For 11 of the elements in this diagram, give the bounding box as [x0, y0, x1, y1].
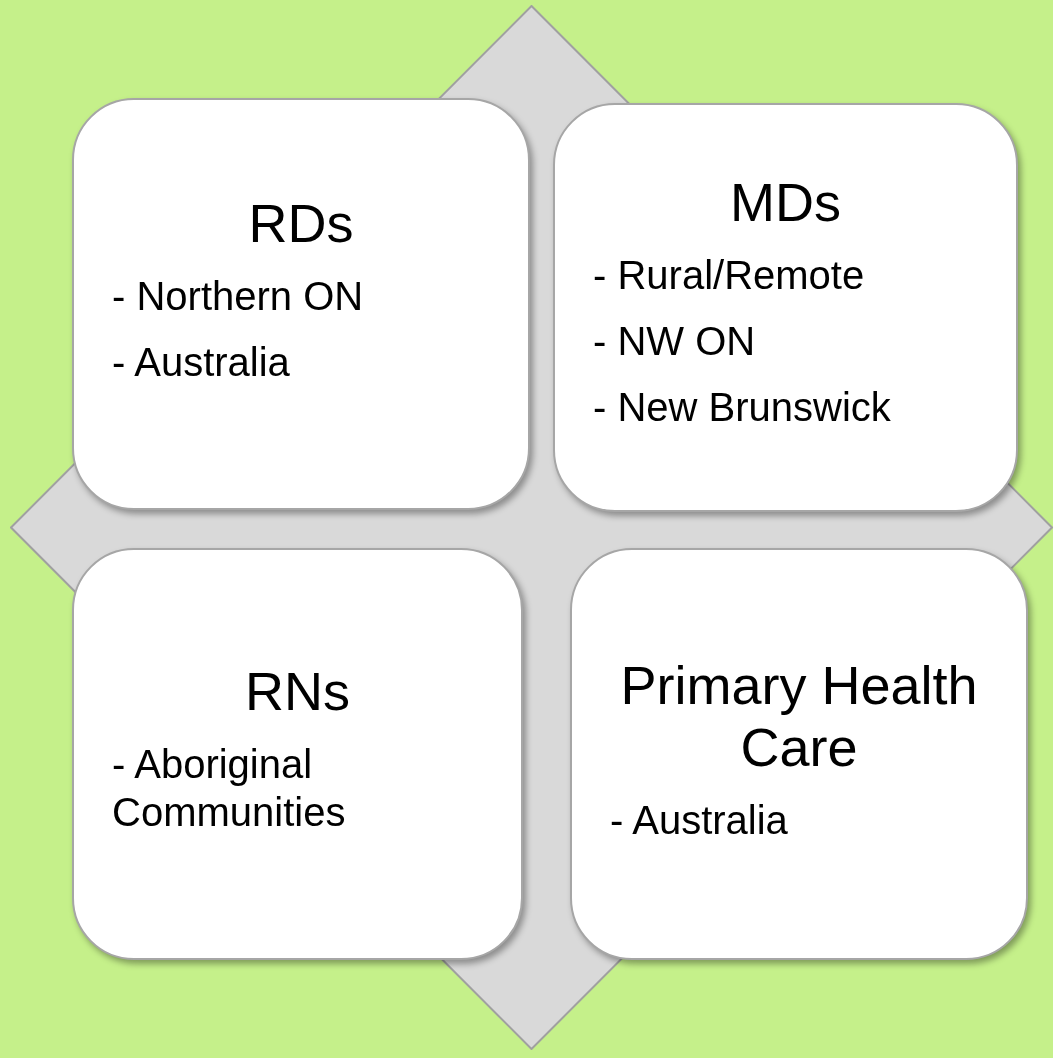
list-item: - Northern ON	[112, 273, 365, 320]
list-item: - New Brunswick	[593, 384, 892, 431]
card-heading: Primary Health Care	[619, 654, 979, 778]
list-item: - Australia	[610, 797, 789, 844]
list-item: - NW ON	[593, 318, 757, 365]
list-item: - Australia	[112, 339, 291, 386]
card-heading: RNs	[244, 660, 351, 722]
card-heading: RDs	[247, 192, 355, 254]
list-item: - Aboriginal Communities	[112, 741, 347, 836]
list-item: - Rural/Remote	[593, 252, 866, 299]
card-heading: MDs	[729, 171, 842, 233]
